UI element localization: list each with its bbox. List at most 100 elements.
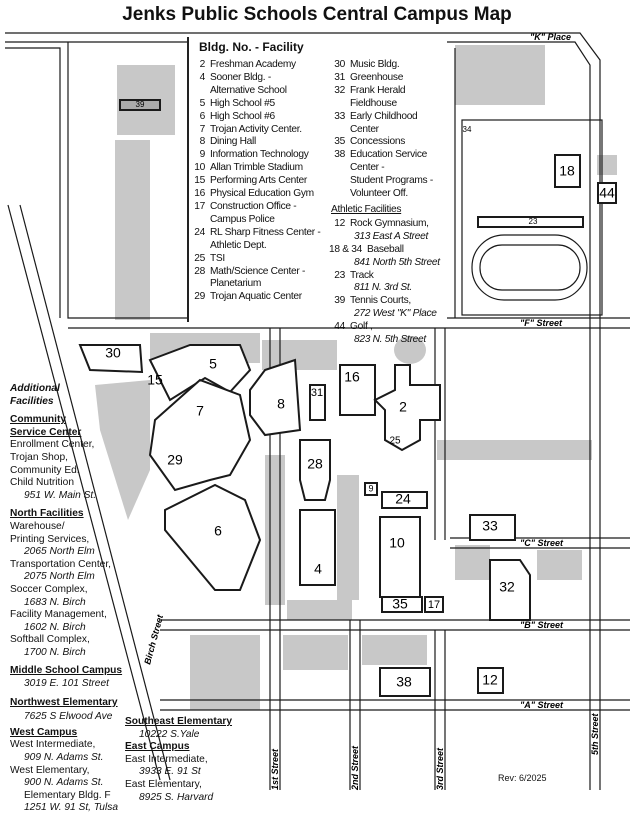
legend-facility: Sooner Bldg. - bbox=[210, 71, 271, 83]
building-32[interactable]: 32 bbox=[499, 579, 515, 595]
building-4[interactable]: 4 bbox=[314, 561, 322, 577]
legend-number: 18 & 34 bbox=[329, 243, 363, 255]
building-6[interactable]: 6 bbox=[214, 523, 222, 539]
legend-address: 841 North 5th Street bbox=[354, 256, 440, 268]
legend-facility-cont: Student Programs - bbox=[350, 175, 433, 187]
legend-number: 33 bbox=[334, 110, 345, 122]
legend-address: 272 West "K" Place bbox=[354, 308, 437, 320]
additional-facilities: Additional Facilities Community Service … bbox=[10, 383, 135, 815]
legend-facility: Performing Arts Center bbox=[210, 175, 308, 187]
map-title: Jenks Public Schools Central Campus Map bbox=[122, 4, 512, 25]
legend-facility: Trojan Activity Center. bbox=[210, 123, 302, 135]
street-f: "F" Street bbox=[520, 318, 563, 328]
building-44[interactable]: 44 bbox=[599, 185, 615, 201]
building-23[interactable]: 23 bbox=[529, 217, 538, 226]
building-39[interactable]: 39 bbox=[136, 100, 145, 109]
west-item: West Elementary, bbox=[10, 764, 90, 776]
legend-facility: High School #6 bbox=[210, 110, 275, 122]
building-34[interactable]: 34 bbox=[463, 125, 472, 134]
legend-number: 35 bbox=[334, 136, 345, 148]
legend-facility: Construction Office - bbox=[210, 200, 297, 212]
north-list: Warehouse/Printing Services,2065 North E… bbox=[10, 521, 135, 660]
legend-number: 31 bbox=[334, 71, 345, 83]
additional-heading-2: Facilities bbox=[10, 395, 54, 407]
building-numbers: 30 5 15 7 29 6 8 31 16 2 25 28 9 24 10 4… bbox=[105, 100, 615, 690]
legend-number: 32 bbox=[334, 84, 345, 96]
legend-facility: Physical Education Gym bbox=[210, 188, 314, 200]
building-28[interactable]: 28 bbox=[307, 456, 323, 472]
legend-facility: Trojan Aquatic Center bbox=[210, 291, 302, 303]
legend-facility: Allan Trimble Stadium bbox=[210, 162, 303, 174]
building-17[interactable]: 17 bbox=[428, 599, 440, 611]
building-16[interactable]: 16 bbox=[344, 369, 360, 385]
legend-address: 823 N. 5th Street bbox=[354, 334, 426, 346]
building-38[interactable]: 38 bbox=[396, 674, 412, 690]
building-24[interactable]: 24 bbox=[395, 491, 411, 507]
legend-facility: TSI bbox=[210, 252, 225, 264]
legend-number: 44 bbox=[334, 321, 345, 333]
building-25[interactable]: 25 bbox=[389, 436, 401, 447]
building-5[interactable]: 5 bbox=[209, 356, 217, 372]
legend-facility: Baseball bbox=[367, 243, 404, 255]
building-18[interactable]: 18 bbox=[559, 163, 575, 179]
building-10[interactable]: 10 bbox=[389, 535, 405, 551]
building-31[interactable]: 31 bbox=[311, 387, 323, 399]
north-item: Transportation Center, bbox=[10, 558, 111, 570]
street-2nd: 2nd Street bbox=[350, 745, 360, 791]
building-7[interactable]: 7 bbox=[196, 403, 204, 419]
csc-address: 951 W. Main St. bbox=[24, 489, 97, 501]
legend-facility-cont: Volunteer Off. bbox=[350, 188, 408, 200]
legend-facility: Dining Hall bbox=[210, 136, 256, 148]
legend-number: 30 bbox=[334, 59, 345, 70]
building-29[interactable]: 29 bbox=[167, 452, 183, 468]
legend-entry: 2 Freshman Academy bbox=[189, 59, 327, 72]
legend-facility: Freshman Academy bbox=[210, 59, 296, 70]
east-address: 8925 S. Harvard bbox=[139, 791, 214, 803]
building-35[interactable]: 35 bbox=[392, 596, 408, 612]
building-9[interactable]: 9 bbox=[368, 483, 373, 493]
legend-entry: 4 Sooner Bldg. - bbox=[189, 72, 327, 85]
north-item: Warehouse/ bbox=[10, 520, 65, 532]
north-item: Soccer Complex, bbox=[10, 583, 88, 595]
building-30[interactable]: 30 bbox=[105, 345, 121, 361]
legend-number: 10 bbox=[194, 162, 205, 174]
north-address: 2075 North Elm bbox=[24, 571, 95, 583]
street-5th: 5th Street bbox=[590, 712, 600, 755]
street-b: "B" Street bbox=[520, 620, 564, 630]
building-8[interactable]: 8 bbox=[277, 396, 285, 412]
legend-number: 28 bbox=[194, 265, 205, 277]
legend-facility: High School #5 bbox=[210, 97, 275, 109]
north-item: Softball Complex, bbox=[10, 634, 90, 646]
legend-entry: 8 Dining Hall bbox=[189, 136, 327, 149]
legend-number: 9 bbox=[199, 149, 206, 161]
legend-number: 2 bbox=[199, 59, 206, 70]
building-15[interactable]: 15 bbox=[147, 372, 163, 388]
legend-number: 39 bbox=[334, 295, 345, 307]
street-birch: Birch Street bbox=[142, 613, 165, 666]
legend-number: 5 bbox=[199, 97, 206, 109]
street-1st: 1st Street bbox=[270, 748, 280, 790]
legend-entry: 15 Performing Arts Center bbox=[189, 175, 327, 188]
building-33[interactable]: 33 bbox=[482, 518, 498, 534]
legend-number: 15 bbox=[194, 175, 205, 187]
legend-number: 4 bbox=[199, 71, 206, 83]
legend-number: 12 bbox=[334, 217, 345, 229]
legend-number: 6 bbox=[199, 110, 206, 122]
revision-date: Rev: 6/2025 bbox=[498, 773, 547, 783]
building-12[interactable]: 12 bbox=[482, 672, 498, 688]
legend-entry: 31 Greenhouse bbox=[329, 72, 445, 85]
legend-facility: Greenhouse bbox=[350, 71, 404, 83]
legend-number: 8 bbox=[199, 136, 206, 148]
north-item: Facility Management, bbox=[10, 609, 107, 621]
building-2[interactable]: 2 bbox=[399, 399, 407, 415]
